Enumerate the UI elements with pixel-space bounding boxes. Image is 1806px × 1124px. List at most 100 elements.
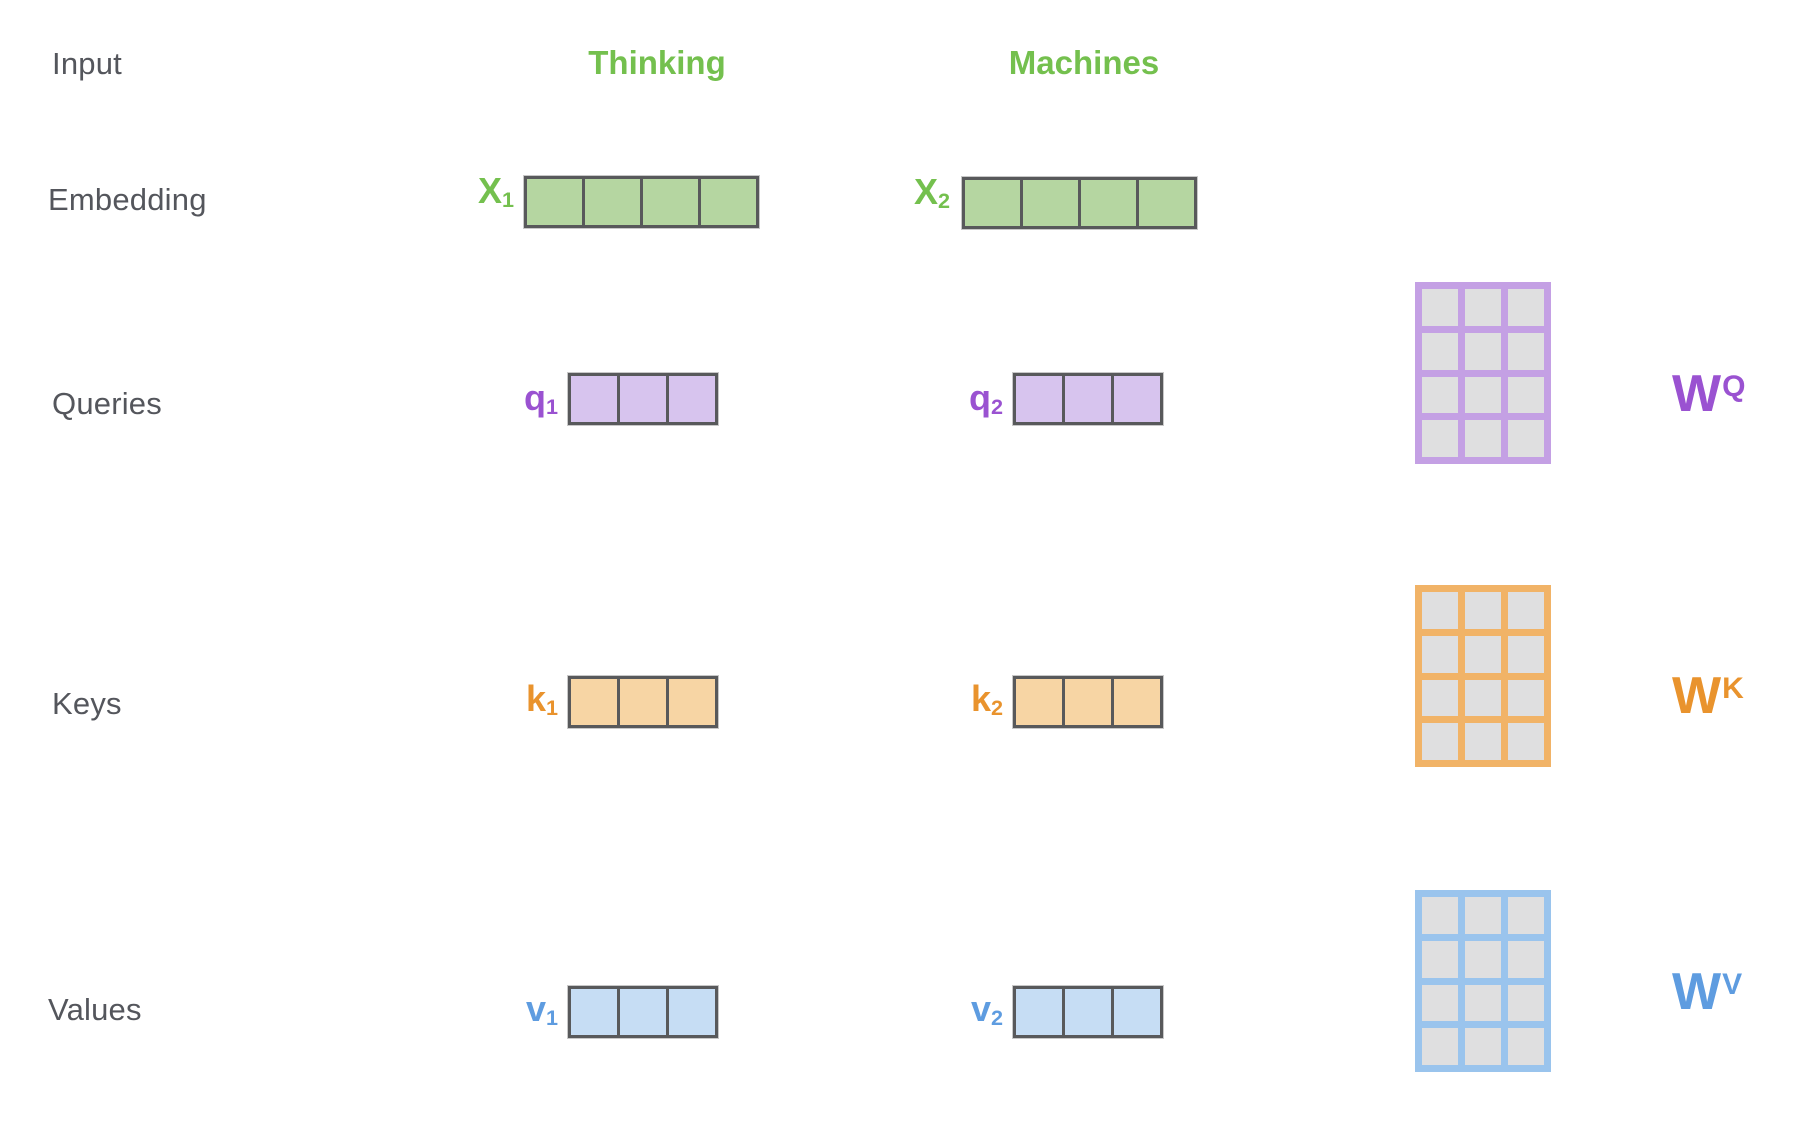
vector-symbol: k xyxy=(970,678,991,719)
query-vector-q2 xyxy=(1013,373,1163,425)
vector-label-v2: v2 xyxy=(903,988,1003,1031)
matrix-symbol: W xyxy=(1672,963,1723,1021)
vector-symbol: v xyxy=(970,988,991,1029)
matrix-cell xyxy=(1508,940,1544,978)
value-vector-v2 xyxy=(1013,986,1163,1038)
vector-subscript: 2 xyxy=(990,694,1003,720)
weight-matrix-wq xyxy=(1415,282,1551,464)
matrix-cell xyxy=(1465,679,1501,717)
vector-symbol: k xyxy=(525,678,546,719)
matrix-cell xyxy=(1465,723,1501,760)
vector-cell xyxy=(1020,180,1078,226)
key-vector-k2 xyxy=(1013,676,1163,728)
row-label-values: Values xyxy=(48,992,142,1027)
vector-symbol: q xyxy=(968,377,991,418)
vector-cell xyxy=(1078,180,1136,226)
vector-cell xyxy=(1062,679,1111,725)
matrix-cell xyxy=(1465,1028,1501,1065)
matrix-cell xyxy=(1422,332,1458,370)
vector-subscript: 2 xyxy=(990,1004,1003,1030)
matrix-cell xyxy=(1508,984,1544,1022)
vector-cell xyxy=(582,179,640,225)
matrix-cell xyxy=(1422,1028,1458,1065)
vector-label-x1: X1 xyxy=(414,170,514,213)
vector-subscript: 2 xyxy=(990,393,1003,419)
matrix-cell xyxy=(1465,289,1501,326)
matrix-cell xyxy=(1422,897,1458,934)
matrix-cell xyxy=(1422,592,1458,629)
row-label-keys: Keys xyxy=(52,686,122,721)
matrix-cell xyxy=(1465,376,1501,414)
vector-cell xyxy=(1062,989,1111,1035)
weight-matrix-label-wq: WQ xyxy=(1672,364,1745,424)
matrix-cell xyxy=(1508,679,1544,717)
vector-cell xyxy=(617,376,666,422)
matrix-cell xyxy=(1508,592,1544,629)
vector-cell xyxy=(1111,679,1160,725)
row-label-input: Input xyxy=(52,46,122,81)
matrix-cell xyxy=(1422,940,1458,978)
weight-matrix-wk xyxy=(1415,585,1551,767)
value-vector-v1 xyxy=(568,986,718,1038)
matrix-symbol: W xyxy=(1672,365,1723,423)
matrix-cell xyxy=(1508,723,1544,760)
row-label-queries: Queries xyxy=(52,386,162,421)
vector-cell xyxy=(640,179,698,225)
matrix-cell xyxy=(1422,376,1458,414)
vector-cell xyxy=(527,179,582,225)
vector-cell xyxy=(571,679,617,725)
matrix-cell xyxy=(1465,420,1501,457)
matrix-cell xyxy=(1508,1028,1544,1065)
matrix-cell xyxy=(1465,897,1501,934)
matrix-cell xyxy=(1465,635,1501,673)
weight-matrix-label-wv: WV xyxy=(1672,962,1742,1022)
vector-symbol: q xyxy=(523,377,546,418)
token-thinking: Thinking xyxy=(588,44,726,81)
matrix-cell xyxy=(1422,723,1458,760)
vector-cell xyxy=(1062,376,1111,422)
row-label-embedding: Embedding xyxy=(48,182,207,217)
weight-matrix-label-wk: WK xyxy=(1672,666,1744,726)
vector-label-k2: k2 xyxy=(903,678,1003,721)
matrix-cell xyxy=(1422,420,1458,457)
matrix-cell xyxy=(1465,984,1501,1022)
embedding-vector-x1 xyxy=(524,176,759,228)
vector-subscript: 1 xyxy=(545,694,558,720)
matrix-cell xyxy=(1422,635,1458,673)
query-vector-q1 xyxy=(568,373,718,425)
matrix-cell xyxy=(1465,940,1501,978)
vector-symbol: v xyxy=(525,988,546,1029)
matrix-cell xyxy=(1508,376,1544,414)
vector-subscript: 1 xyxy=(545,393,558,419)
matrix-cell xyxy=(1508,635,1544,673)
vector-cell xyxy=(1016,679,1062,725)
matrix-cell xyxy=(1508,420,1544,457)
weight-matrix-wv xyxy=(1415,890,1551,1072)
matrix-superscript: V xyxy=(1722,968,1743,1001)
vector-cell xyxy=(666,989,715,1035)
vector-label-q2: q2 xyxy=(903,377,1003,420)
matrix-cell xyxy=(1422,984,1458,1022)
vector-cell xyxy=(1111,376,1160,422)
matrix-symbol: W xyxy=(1672,667,1723,725)
matrix-superscript: K xyxy=(1722,672,1744,705)
vector-cell xyxy=(698,179,756,225)
vector-label-q1: q1 xyxy=(458,377,558,420)
vector-label-x2: X2 xyxy=(850,171,950,214)
vector-cell xyxy=(571,376,617,422)
vector-cell xyxy=(965,180,1020,226)
vector-label-v1: v1 xyxy=(458,988,558,1031)
vector-subscript: 1 xyxy=(501,186,514,212)
matrix-cell xyxy=(1422,289,1458,326)
vector-label-k1: k1 xyxy=(458,678,558,721)
vector-subscript: 2 xyxy=(937,187,950,213)
matrix-cell xyxy=(1508,897,1544,934)
vector-symbol: X xyxy=(477,170,502,211)
key-vector-k1 xyxy=(568,676,718,728)
matrix-cell xyxy=(1465,592,1501,629)
vector-subscript: 1 xyxy=(545,1004,558,1030)
matrix-superscript: Q xyxy=(1722,370,1746,403)
matrix-cell xyxy=(1465,332,1501,370)
vector-cell xyxy=(1111,989,1160,1035)
